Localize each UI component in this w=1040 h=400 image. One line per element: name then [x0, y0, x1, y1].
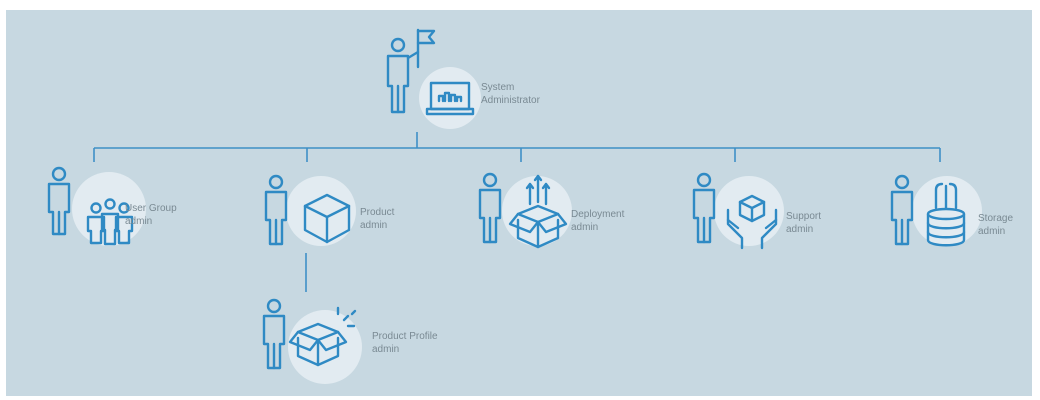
node-label-line1: System	[481, 82, 515, 93]
node-system-administrator: System Administrator	[381, 25, 581, 130]
open-box-arrows-icon	[478, 172, 568, 249]
node-label: Storage admin	[978, 212, 1013, 238]
node-label-line1: Deployment	[571, 209, 625, 220]
person-flag-laptop-icon	[386, 28, 475, 116]
box-icon	[264, 174, 351, 246]
hands-box-icon	[692, 172, 778, 250]
node-label: Support admin	[786, 210, 821, 236]
node-label-line1: Storage	[978, 213, 1014, 224]
node-label-line2: admin	[372, 344, 400, 355]
node-label-line2: admin	[786, 224, 814, 235]
node-label: User Group admin	[125, 202, 177, 228]
node-halo	[714, 176, 784, 246]
node-product-profile-admin: Product Profile admin	[260, 292, 460, 392]
node-label-line2: admin	[571, 222, 599, 233]
node-label-line1: Product	[360, 207, 395, 218]
node-label-line1: User Group	[125, 203, 177, 214]
node-label-line1: Support	[786, 211, 822, 222]
node-label-line2: Administrator	[481, 95, 540, 106]
node-storage-admin: Storage admin	[888, 162, 1028, 257]
node-user-group-admin: User Group admin	[44, 162, 214, 262]
node-deployment-admin: Deployment admin	[476, 162, 656, 257]
node-label-line1: Product Profile	[372, 331, 438, 342]
node-label-line2: admin	[360, 220, 388, 231]
database-icon	[890, 174, 966, 247]
org-chart-canvas: System Administrator User Group admin	[6, 10, 1032, 396]
node-halo	[286, 176, 356, 246]
node-label: Product admin	[360, 206, 394, 232]
node-label-line2: admin	[978, 226, 1006, 237]
node-label-line2: admin	[125, 216, 153, 227]
node-product-admin: Product admin	[260, 162, 420, 257]
node-support-admin: Support admin	[690, 162, 860, 257]
open-box-sparkle-icon	[262, 298, 357, 370]
people-group-icon	[47, 166, 134, 246]
connector-lines	[93, 132, 941, 292]
node-label: System Administrator	[481, 81, 540, 107]
node-label: Deployment admin	[571, 208, 624, 234]
node-label: Product Profile admin	[372, 330, 438, 356]
